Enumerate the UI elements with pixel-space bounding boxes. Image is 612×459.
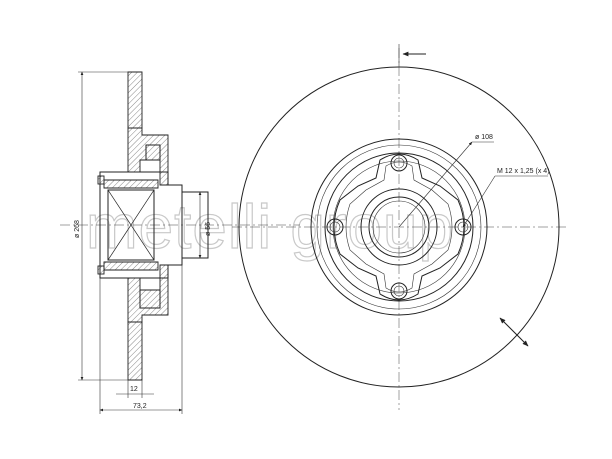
bolt-holes [326, 154, 472, 300]
dim-thickness: 12 [130, 386, 138, 393]
front-view: ø 108 M 12 x 1,25 (x 4) [232, 44, 566, 410]
watermark: metelli group [86, 193, 454, 262]
dim-bore-diameter: ø 56 [205, 222, 212, 236]
dim-thread: M 12 x 1,25 (x 4) [497, 168, 550, 175]
side-section-view: ø 268 ø 56 12 73,2 [60, 71, 300, 414]
dim-outer-diameter: ø 268 [74, 220, 81, 238]
dim-overall-width: 73,2 [133, 403, 147, 410]
dim-pcd: ø 108 [475, 134, 493, 141]
hub-flange [333, 153, 465, 301]
